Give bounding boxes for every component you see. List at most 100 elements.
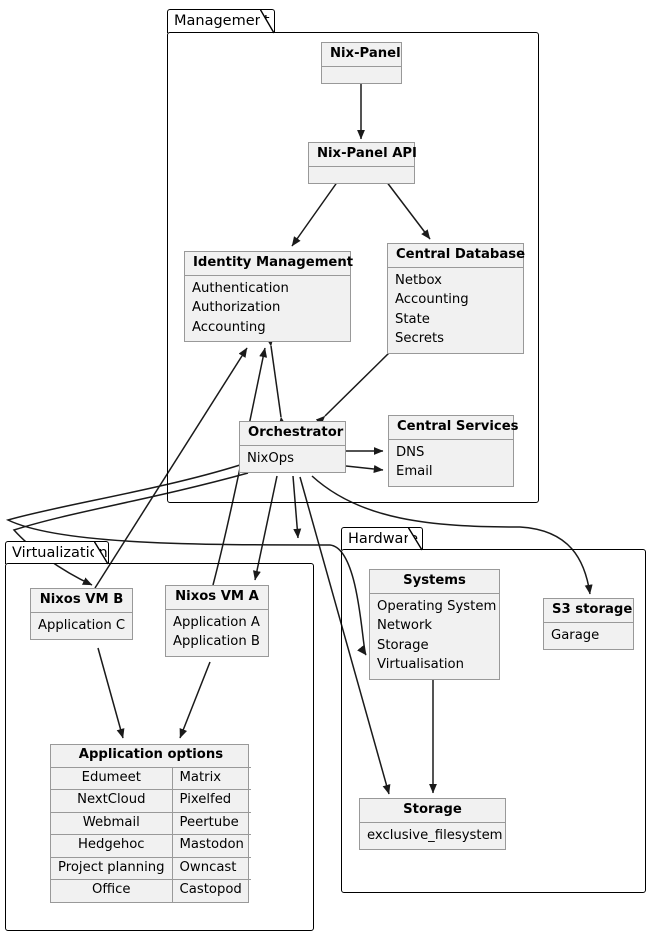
node-systems[interactable]: Systems Operating System Network Storage…	[369, 569, 500, 680]
node-row: Operating System	[377, 598, 497, 614]
edge-vma-to-appoptions	[179, 661, 211, 739]
node-nixos-vm-a[interactable]: Nixos VM A Application A Application B	[165, 585, 269, 657]
node-central-services-title: Central Services	[389, 416, 519, 440]
node-nixos-vm-a-body: Application A Application B	[166, 610, 268, 656]
edge-vmb-to-identity	[94, 347, 248, 589]
node-nix-panel-api-body	[309, 167, 414, 183]
edge-orchestrator-down	[292, 475, 302, 539]
edge-orchestrator-vmb	[12, 472, 249, 586]
node-identity-management[interactable]: Identity Management Authentication Autho…	[184, 251, 353, 343]
package-virtualization-tab: Virtualization	[5, 541, 109, 565]
node-nixos-vm-a-title: Nixos VM A	[166, 586, 268, 610]
package-management-tab: Management	[167, 9, 275, 34]
node-row: DNS	[396, 444, 425, 460]
package-hardware-label: Hardware	[348, 530, 419, 547]
node-row: Virtualisation	[377, 657, 464, 673]
edge-orchestrator-identity	[265, 336, 287, 427]
application-options-tbody: Application options Edumeet Matrix NextC…	[51, 745, 251, 902]
table-header-row: Application options	[51, 745, 251, 768]
node-row: Application A	[173, 614, 260, 630]
edge-orchestrator-email	[345, 465, 384, 473]
edge-api-to-identity	[291, 180, 339, 247]
edge-api-to-centraldb	[385, 180, 431, 240]
table-cell-left: Office	[51, 879, 173, 902]
table-cell-right: Mastodon	[171, 834, 251, 858]
table-cell-left: Edumeet	[51, 766, 173, 790]
package-tab-notch-icon	[260, 9, 275, 34]
node-systems-body: Operating System Network Storage Virtual…	[370, 594, 499, 679]
node-nix-panel-api-title: Nix-Panel API	[309, 143, 417, 167]
package-hardware-tab: Hardware	[341, 527, 423, 551]
table-cell-right: Pixelfed	[171, 789, 251, 813]
table-cell-right: Owncast	[171, 856, 251, 880]
node-nixos-vm-b[interactable]: Nixos VM B Application C	[30, 588, 133, 641]
table-cell-right: Peertube	[171, 811, 251, 835]
node-central-services-body: DNS Email	[389, 440, 513, 486]
package-virtualization-body	[5, 563, 314, 931]
node-identity-management-body: Authentication Authorization Accounting	[185, 276, 350, 342]
edge-vmb-to-appoptions	[97, 647, 125, 739]
node-orchestrator-body: NixOps	[240, 446, 345, 473]
node-s3-storage-title: S3 storage	[544, 599, 633, 623]
node-storage-body: exclusive_filesystem	[360, 823, 505, 850]
table-row[interactable]: Webmail Peertube	[51, 811, 251, 835]
node-row: Netbox	[395, 272, 442, 288]
node-row: Application C	[38, 617, 126, 633]
node-systems-title: Systems	[370, 570, 499, 594]
node-nix-panel-title: Nix-Panel	[322, 43, 401, 67]
application-options-table: Application options Edumeet Matrix NextC…	[51, 745, 251, 902]
node-identity-management-title: Identity Management	[185, 252, 353, 276]
node-nixos-vm-b-body: Application C	[31, 613, 132, 640]
table-row[interactable]: NextCloud Pixelfed	[51, 789, 251, 813]
node-row: Storage	[377, 637, 429, 653]
package-tab-notch-icon	[94, 541, 109, 565]
table-cell-left: Hedgehoc	[51, 834, 173, 858]
table-row[interactable]: Project planning Owncast	[51, 856, 251, 880]
node-nixos-vm-b-title: Nixos VM B	[31, 589, 132, 613]
node-row: Authentication	[192, 280, 289, 296]
node-storage[interactable]: Storage exclusive_filesystem	[359, 798, 506, 851]
package-hardware-body	[341, 549, 646, 893]
table-cell-right: Matrix	[171, 766, 251, 790]
table-cell-left: NextCloud	[51, 789, 173, 813]
node-row: Email	[396, 464, 433, 480]
node-row: Authorization	[192, 300, 281, 316]
edge-orchestrator-vma	[252, 475, 278, 581]
edge-orchestrator-s3	[311, 475, 593, 595]
node-row: Application B	[173, 634, 260, 650]
node-application-options[interactable]: Application options Edumeet Matrix NextC…	[50, 744, 251, 903]
package-virtualization-label: Virtualization	[12, 544, 108, 561]
node-nix-panel-api[interactable]: Nix-Panel API	[308, 142, 417, 184]
node-row: Network	[377, 618, 433, 634]
node-row: Garage	[551, 627, 600, 643]
node-row: Accounting	[395, 292, 469, 308]
node-row: exclusive_filesystem	[367, 827, 503, 843]
node-central-database[interactable]: Central Database Netbox Accounting State…	[387, 243, 525, 354]
table-row[interactable]: Edumeet Matrix	[51, 766, 251, 790]
node-central-database-body: Netbox Accounting State Secrets	[388, 268, 523, 353]
application-options-header: Application options	[51, 745, 251, 768]
node-row: Secrets	[395, 331, 445, 347]
package-management-label: Management	[174, 13, 270, 30]
node-nix-panel-body	[322, 67, 401, 83]
node-central-database-title: Central Database	[388, 244, 525, 268]
edge-orchestrator-centraldb	[315, 342, 400, 426]
node-nix-panel[interactable]: Nix-Panel	[321, 42, 402, 84]
node-storage-title: Storage	[360, 799, 505, 823]
node-row: NixOps	[247, 450, 294, 466]
table-cell-left: Project planning	[51, 856, 173, 880]
node-row: Accounting	[192, 319, 266, 335]
package-management-body	[167, 32, 539, 503]
node-orchestrator-title: Orchestrator	[240, 422, 345, 446]
node-row: State	[395, 311, 430, 327]
table-row[interactable]: Hedgehoc Mastodon	[51, 834, 251, 858]
table-cell-right: Castopod	[171, 879, 251, 902]
node-orchestrator[interactable]: Orchestrator NixOps	[239, 421, 346, 474]
edge-orchestrator-systems	[5, 464, 367, 656]
table-cell-left: Webmail	[51, 811, 173, 835]
node-central-services[interactable]: Central Services DNS Email	[388, 415, 519, 487]
table-row[interactable]: Office Castopod	[51, 879, 251, 902]
node-s3-storage-body: Garage	[544, 623, 633, 650]
node-s3-storage[interactable]: S3 storage Garage	[543, 598, 634, 651]
